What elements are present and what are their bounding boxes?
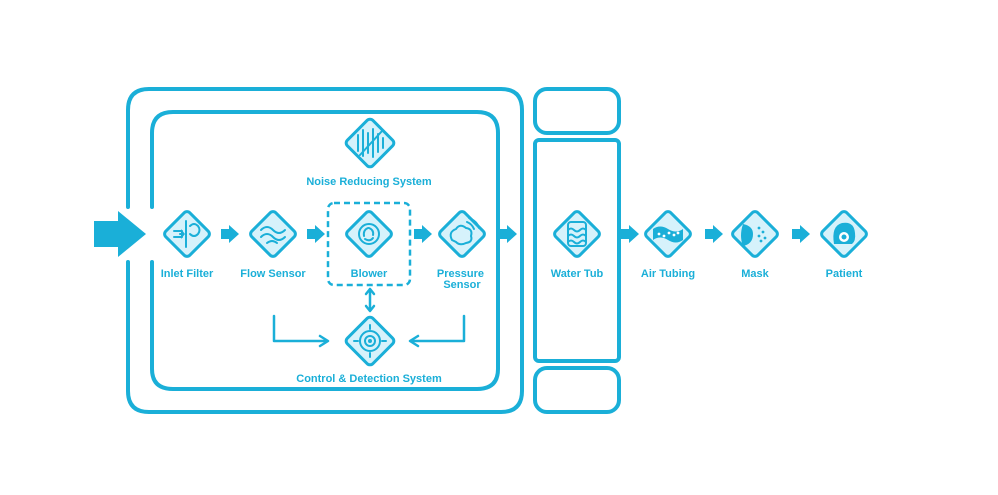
flow-sensor-icon: [249, 210, 297, 258]
flow-arrow: [792, 225, 810, 243]
water-tub-bottom-cap: [533, 366, 621, 414]
pressure-sensor-label: Pressure Sensor: [437, 268, 487, 291]
flow-arrow: [221, 225, 239, 243]
control-detection-system-label: Control & Detection System: [296, 373, 442, 385]
inlet-filter-label: Inlet Filter: [161, 268, 214, 280]
device-outer-frame: [126, 87, 524, 414]
pressure-sensor-icon: [438, 210, 486, 258]
patient-icon: [820, 210, 868, 258]
flow-arrow: [414, 225, 432, 243]
pressure-sensor-feedback-arrowhead: [408, 334, 420, 348]
flow-sensor-feedback-arrowhead: [318, 334, 330, 348]
pressure-sensor-label-line-2: Sensor: [443, 279, 481, 291]
blower-icon: [345, 210, 393, 258]
water-tub-body: [533, 138, 621, 363]
blower-link-arrowhead-down: [364, 304, 376, 313]
mask-label: Mask: [741, 268, 769, 280]
flow-arrow: [705, 225, 723, 243]
blower-label: Blower: [351, 268, 388, 280]
mask-icon: [731, 210, 779, 258]
air-intake-arrow: [94, 211, 146, 257]
device-inner-frame: [150, 110, 500, 391]
patient-label: Patient: [826, 268, 863, 280]
noise-reducing-system-label: Noise Reducing System: [306, 176, 432, 188]
flow-sensor-feedback-line: [272, 314, 328, 343]
air-tubing-icon: [644, 210, 692, 258]
water-tub-label: Water Tub: [551, 268, 604, 280]
flow-arrow: [621, 225, 639, 243]
control-detection-icon: [344, 315, 396, 367]
blower-link-arrowhead-up: [364, 287, 376, 296]
water-tub-top-cap: [533, 87, 621, 135]
water-tub-icon: [553, 210, 601, 258]
control-feedback-connectors: [272, 287, 466, 348]
blower-group-box: [326, 201, 412, 287]
flow-sensor-label: Flow Sensor: [240, 268, 306, 280]
inlet-filter-icon: [163, 210, 211, 258]
noise-reducing-icon: [344, 117, 396, 169]
air-tubing-label: Air Tubing: [641, 268, 695, 280]
flow-arrow: [499, 225, 517, 243]
pressure-sensor-label-line-1: Pressure: [437, 268, 484, 280]
pressure-sensor-feedback-line: [410, 314, 466, 343]
flow-arrow: [307, 225, 325, 243]
